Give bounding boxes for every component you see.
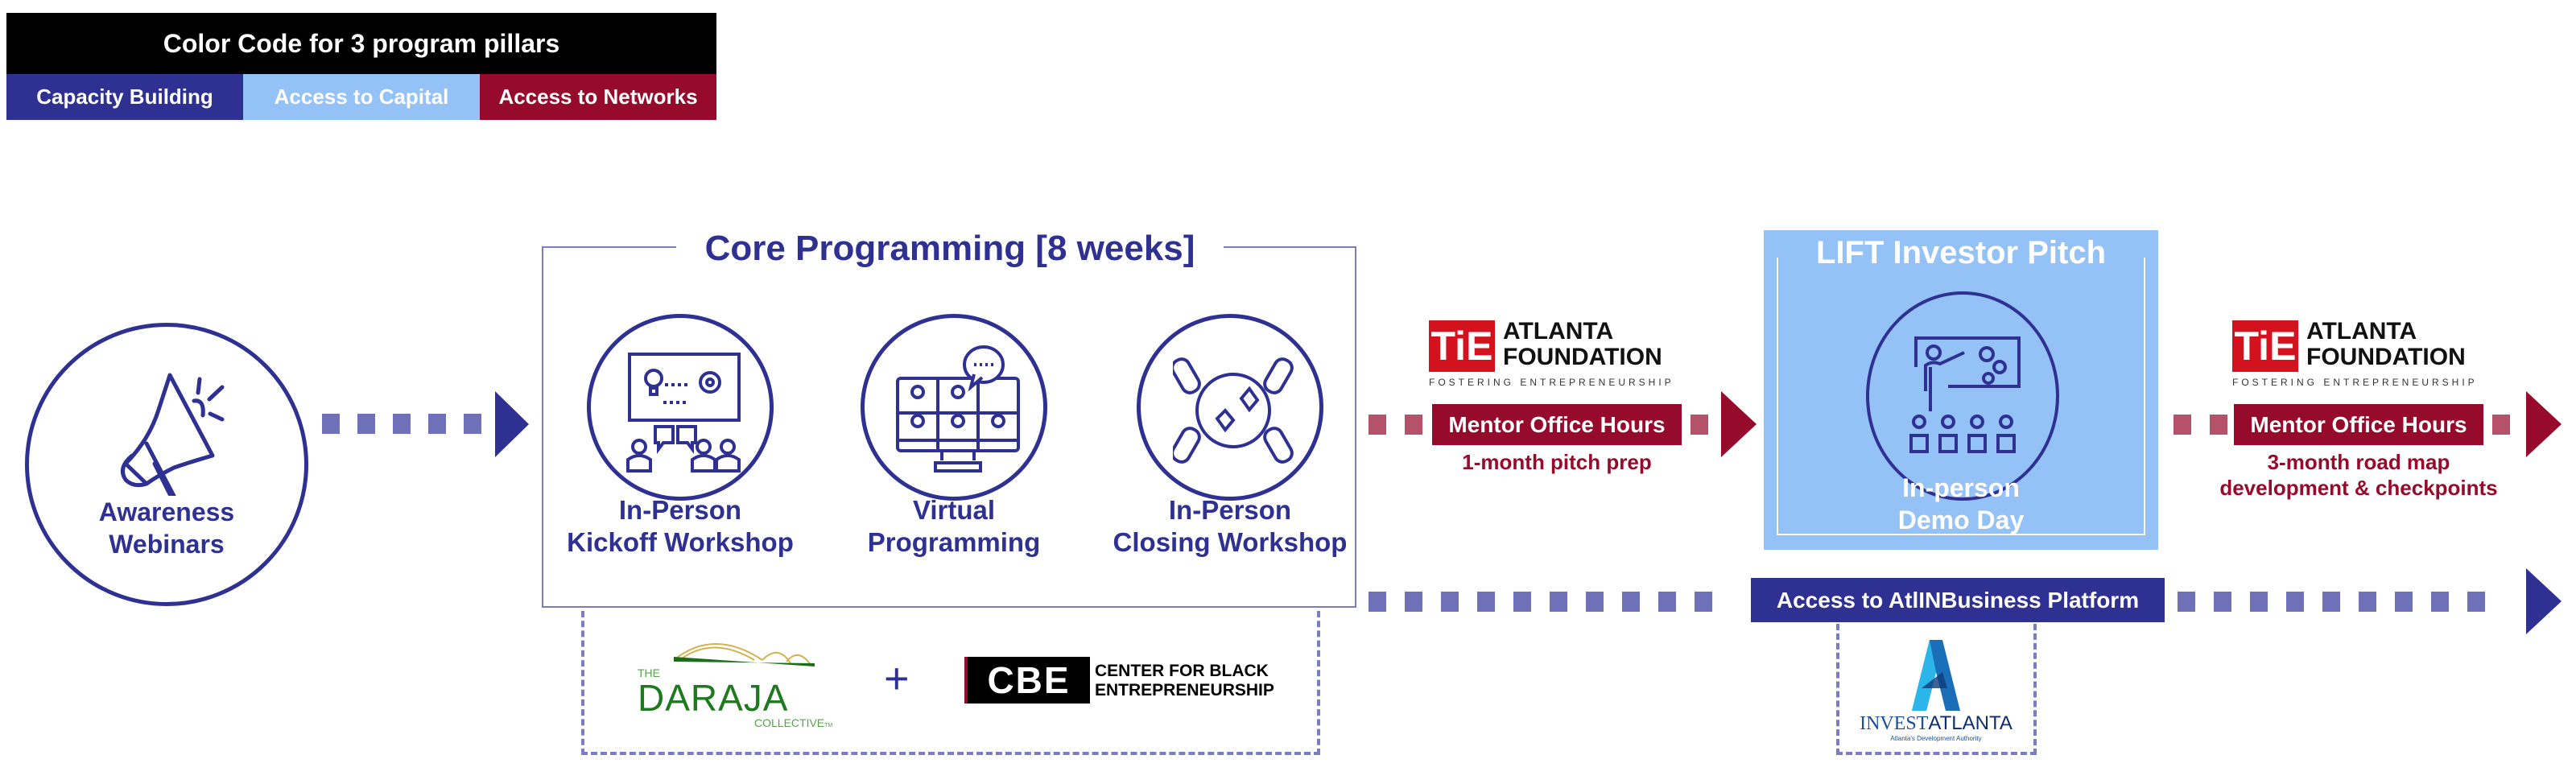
invest-atlanta-box [1836,624,2037,755]
dash-segment [1441,592,1459,612]
video-conference-icon [896,345,1020,472]
mentor-2-desc-1: 3-month road map [2267,450,2450,474]
dash-segment [2250,592,2268,612]
invest-atlanta-a-icon [1912,640,1960,711]
dash-segment [2431,592,2449,612]
dash-segment [2286,592,2304,612]
core-programming-title: Core Programming [8 weeks] [676,229,1224,269]
virtual-label-2: Programming [867,527,1041,557]
dash-segment [1658,592,1676,612]
dash-segment [1622,592,1640,612]
dash-segment [1695,592,1712,612]
mentor-office-hours-2: Mentor Office Hours [2234,404,2483,445]
virtual-circle [861,314,1047,501]
dash-segment [1477,592,1495,612]
awareness-label-2: Webinars [109,530,225,559]
kickoff-label-1: In-Person [618,495,742,525]
dash-segment [1550,592,1567,612]
mentor-1-desc: 1-month pitch prep [1462,450,1652,474]
lift-label-2: Demo Day [1897,505,2025,534]
plus-sign: + [884,654,910,703]
closing-label-1: In-Person [1168,495,1292,525]
virtual-label-1: Virtual [912,495,996,525]
platform-access-bar: Access to AtlINBusiness Platform [1751,578,2165,622]
closing-circle [1137,314,1323,501]
legend-access-to-capital: Access to Capital [243,74,480,120]
demo-day-circle [1866,291,2059,501]
daraja-logo: THE DARAJA COLLECTIVETM [634,636,859,732]
mentor-2-desc-2: development & checkpoints [2219,476,2498,500]
kickoff-circle [587,314,774,501]
cbe-logo-mark: CBE [964,657,1090,704]
kickoff-label-2: Kickoff Workshop [567,527,794,557]
dash-segment [2214,592,2231,612]
dash-segment [2467,592,2485,612]
dash-segment [2322,592,2340,612]
dash-segment [1368,592,1386,612]
bridge-icon [673,643,815,666]
lift-inner-border [1777,258,2145,535]
linked-hands-icon [1173,357,1294,464]
legend-title: Color Code for 3 program pillars [6,13,716,74]
legend-access-to-networks: Access to Networks [480,74,716,120]
dash-segment [2395,592,2413,612]
invest-atlanta-logo: INVESTATLANTA Atlanta's Development Auth… [1843,640,2029,745]
dash-segment [1586,592,1604,612]
mentor-office-hours-1: Mentor Office Hours [1432,404,1682,445]
dash-segment [2359,592,2376,612]
megaphone-icon [120,373,225,496]
closing-label-2: Closing Workshop [1113,527,1348,557]
partners-box [581,611,1320,755]
dash-segment [1513,592,1531,612]
dash-segment [2178,592,2195,612]
lift-title: LIFT Investor Pitch [1764,235,2158,271]
awareness-label-1: Awareness [98,497,235,526]
awareness-circle: Awareness Webinars [25,323,308,606]
legend-capacity-building: Capacity Building [6,74,243,120]
lift-label-1: In-person [1902,473,2020,502]
workshop-icon [626,353,741,472]
presenter-icon [1909,336,2021,453]
dash-segment [1405,592,1422,612]
